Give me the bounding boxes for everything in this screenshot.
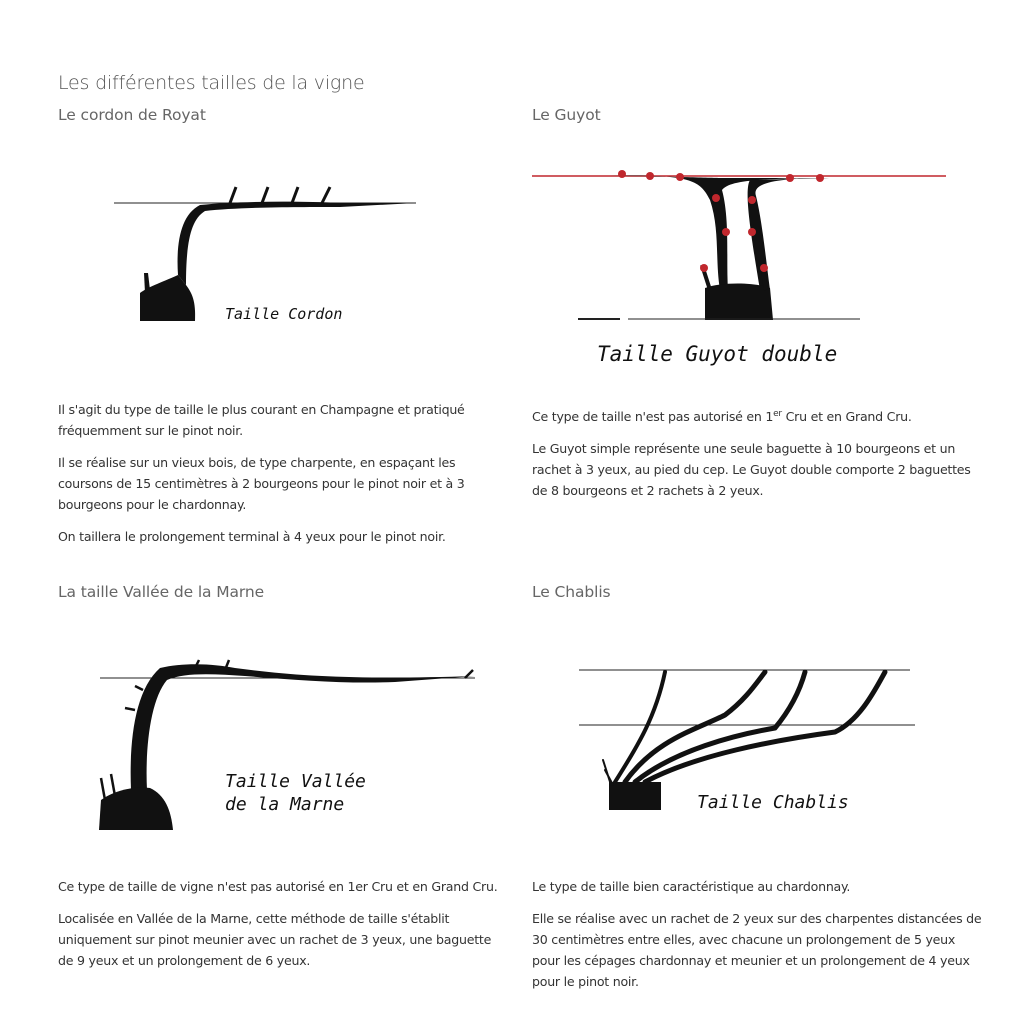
paragraph: Le Guyot simple représente une seule bag…: [532, 441, 971, 499]
section-chablis: Le Chablis: [532, 583, 982, 601]
cordon-illustration: Taille Cordon: [114, 186, 416, 323]
section-vallee-text: Ce type de taille de vigne n'est pas aut…: [58, 876, 508, 982]
paragraph: Ce type de taille de vigne n'est pas aut…: [58, 879, 498, 894]
chablis-illustration: Taille Chablis: [579, 669, 915, 813]
paragraph: Localisée en Vallée de la Marne, cette m…: [58, 911, 492, 968]
section-cordon-text: Il s'agit du type de taille le plus cour…: [58, 399, 508, 558]
page-title: Les différentes tailles de la vigne: [58, 72, 365, 94]
section-heading: La taille Vallée de la Marne: [58, 583, 265, 601]
paragraph: On taillera le prolongement terminal à 4…: [58, 529, 446, 544]
paragraph: Elle se réalise avec un rachet de 2 yeux…: [532, 911, 982, 989]
section-chablis-text: Le type de taille bien caractéristique a…: [532, 876, 982, 1003]
section-cordon-royat: Le cordon de Royat: [58, 106, 508, 124]
paragraph: Ce type de taille n'est pas autorisé en …: [532, 409, 912, 425]
figure-label: de la Marne: [225, 794, 344, 815]
figure-label: Taille Vallée: [225, 771, 366, 792]
section-vallee-marne: La taille Vallée de la Marne: [58, 583, 508, 601]
guyot-illustration: Taille Guyot double: [532, 170, 946, 366]
figure-label: Taille Guyot double: [597, 342, 837, 366]
section-heading: Le cordon de Royat: [58, 106, 206, 124]
paragraph: Le type de taille bien caractéristique a…: [532, 879, 851, 894]
vallee-marne-illustration: Taille Vallée de la Marne: [99, 659, 475, 830]
section-heading: Le Chablis: [532, 583, 611, 601]
section-guyot-text: Ce type de taille n'est pas autorisé en …: [532, 404, 982, 512]
paragraph: Il s'agit du type de taille le plus cour…: [58, 402, 465, 438]
paragraph: Il se réalise sur un vieux bois, de type…: [58, 455, 465, 512]
figure-label: Taille Cordon: [225, 305, 342, 323]
section-heading: Le Guyot: [532, 106, 601, 124]
section-guyot: Le Guyot: [532, 106, 982, 124]
figure-label: Taille Chablis: [697, 792, 849, 813]
